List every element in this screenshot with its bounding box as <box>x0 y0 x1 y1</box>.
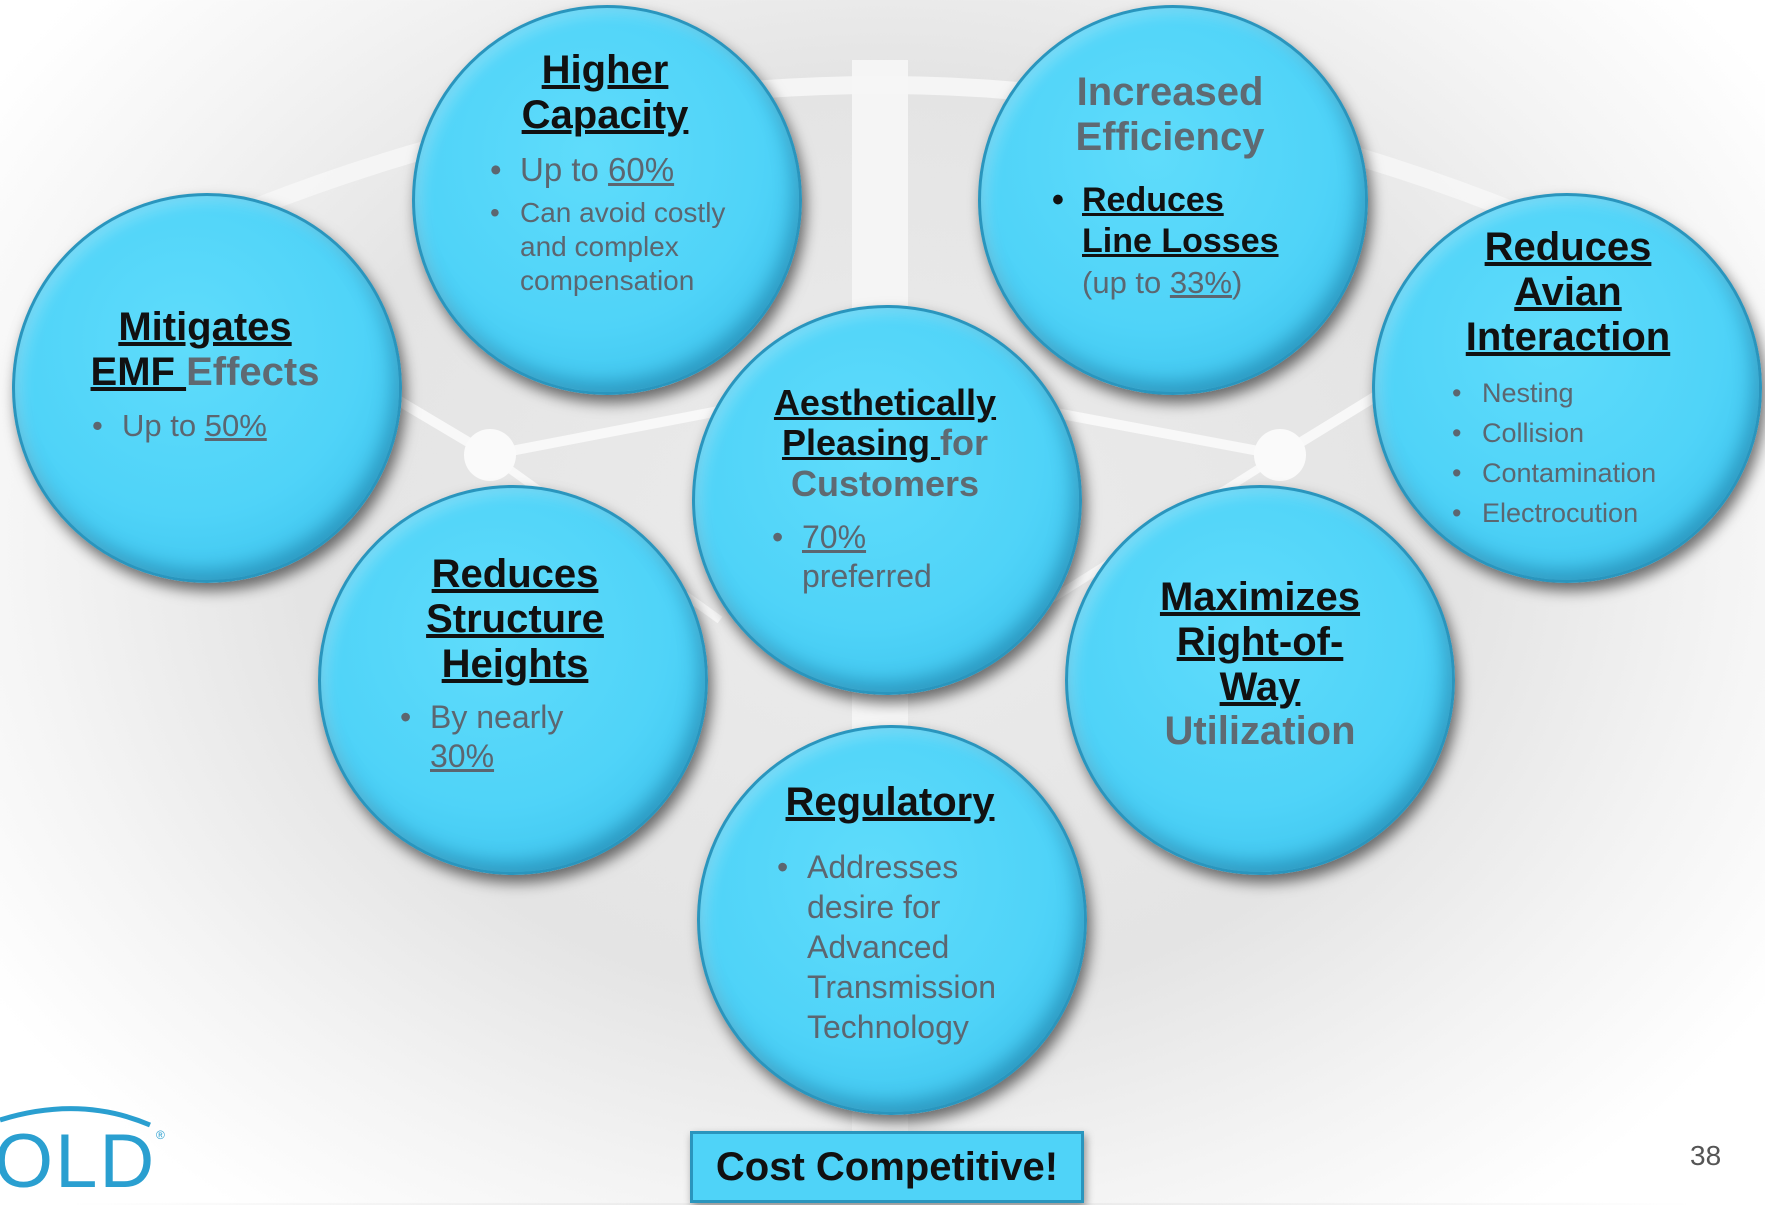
emf-bullet-prefix: Up to <box>122 407 205 443</box>
avian-title-line2: Avian <box>1514 269 1622 314</box>
efficiency-note: (up to 33%) <box>1082 265 1320 301</box>
aesthetic-bullet: 70%preferred <box>770 518 1030 596</box>
regulatory-bullet: Addresses desire for Advanced Transmissi… <box>775 847 1015 1047</box>
structure-title-line3: Heights <box>441 641 589 686</box>
emf-bullet: Up to 50% <box>90 407 350 445</box>
avian-item-contamination: Contamination <box>1450 453 1720 493</box>
row-title-line2: Right-of- <box>1176 619 1344 664</box>
aesthetic-title-for: for <box>940 422 989 464</box>
regulatory-content: Regulatory Addresses desire for Advanced… <box>745 780 1045 1047</box>
higher-capacity-title-line2: Capacity <box>521 92 689 137</box>
regulatory-title: Regulatory <box>745 780 1035 825</box>
row-title: Maximizes Right-of- Way Utilization <box>1120 575 1400 754</box>
avian-title-line3: Interaction <box>1465 314 1671 359</box>
emf-title-effects: Effects <box>186 349 320 394</box>
structure-title-line1: Reduces <box>431 552 599 596</box>
aesthetic-bullet-value: 70% <box>802 518 867 555</box>
emf-title: Mitigates EMF Effects <box>60 305 350 395</box>
emf-title-line1: Mitigates <box>118 305 292 349</box>
efficiency-title: Increased Efficiency <box>1050 70 1290 160</box>
row-circle <box>1065 485 1455 875</box>
structure-circle <box>318 485 708 875</box>
cost-competitive-banner: Cost Competitive! <box>690 1131 1084 1203</box>
row-content: Maximizes Right-of- Way Utilization <box>1120 575 1400 754</box>
aesthetic-content: Aesthetically Pleasing for Customers 70%… <box>740 382 1030 596</box>
aesthetic-title-line1: Aesthetically <box>773 382 997 423</box>
page-number: 38 <box>1690 1140 1722 1171</box>
regulatory-title-text: Regulatory <box>785 780 995 824</box>
efficiency-title-line1: Increased <box>1076 70 1264 114</box>
efficiency-content: Increased Efficiency Reduces Line Losses… <box>1050 70 1320 301</box>
structure-title: Reduces Structure Heights <box>380 552 650 686</box>
higher-capacity-bullet-1-prefix: Up to <box>520 150 609 188</box>
structure-bullet-prefix: By nearly <box>430 699 564 736</box>
avian-item-electrocution: Electrocution <box>1450 493 1720 533</box>
emf-title-emf: EMF <box>90 349 187 394</box>
emf-content: Mitigates EMF Effects Up to 50% <box>60 305 350 444</box>
efficiency-bullet-text: Reduces Line Losses <box>1082 180 1279 261</box>
efficiency-note-value: 33% <box>1169 264 1232 300</box>
structure-title-line2: Structure <box>426 596 604 641</box>
higher-capacity-bullet-1-value: 60% <box>608 150 675 188</box>
aesthetic-bullet-suffix: preferred <box>802 557 932 594</box>
row-title-line3: Way <box>1219 664 1301 709</box>
aesthetic-title-line3: Customers <box>790 462 980 504</box>
higher-capacity-bullet-1: Up to 60% <box>488 150 750 191</box>
avian-title-line1: Reduces <box>1484 225 1652 269</box>
row-title-line1: Maximizes <box>1159 575 1361 619</box>
efficiency-bullet: Reduces Line Losses <box>1050 180 1282 263</box>
aesthetic-circle <box>692 305 1082 695</box>
company-logo-registered: ® <box>156 1128 165 1142</box>
emf-bullet-value: 50% <box>204 407 267 443</box>
avian-item-collision: Collision <box>1450 413 1720 453</box>
structure-bullet-value: 30% <box>430 738 495 775</box>
efficiency-note-suffix: ) <box>1231 264 1243 300</box>
company-logo-arc <box>0 1106 151 1128</box>
emf-circle <box>12 193 402 583</box>
avian-title: Reduces Avian Interaction <box>1420 225 1716 359</box>
aesthetic-title: Aesthetically Pleasing for Customers <box>740 382 1030 504</box>
row-title-line4: Utilization <box>1164 709 1356 754</box>
avian-content: Reduces Avian Interaction Nesting Collis… <box>1420 225 1720 533</box>
higher-capacity-content: Higher Capacity Up to 60% Can avoid cost… <box>480 48 750 298</box>
aesthetic-title-pleasing: Pleasing <box>781 422 941 464</box>
higher-capacity-title-line1: Higher <box>541 48 669 92</box>
higher-capacity-bullet-2: Can avoid costly and complex compensatio… <box>488 196 750 298</box>
company-logo-text: OLD <box>0 1119 157 1204</box>
higher-capacity-title: Higher Capacity <box>480 48 730 138</box>
efficiency-note-prefix: (up to <box>1082 264 1170 300</box>
avian-item-nesting: Nesting <box>1450 373 1720 413</box>
efficiency-title-line2: Efficiency <box>1075 114 1265 159</box>
